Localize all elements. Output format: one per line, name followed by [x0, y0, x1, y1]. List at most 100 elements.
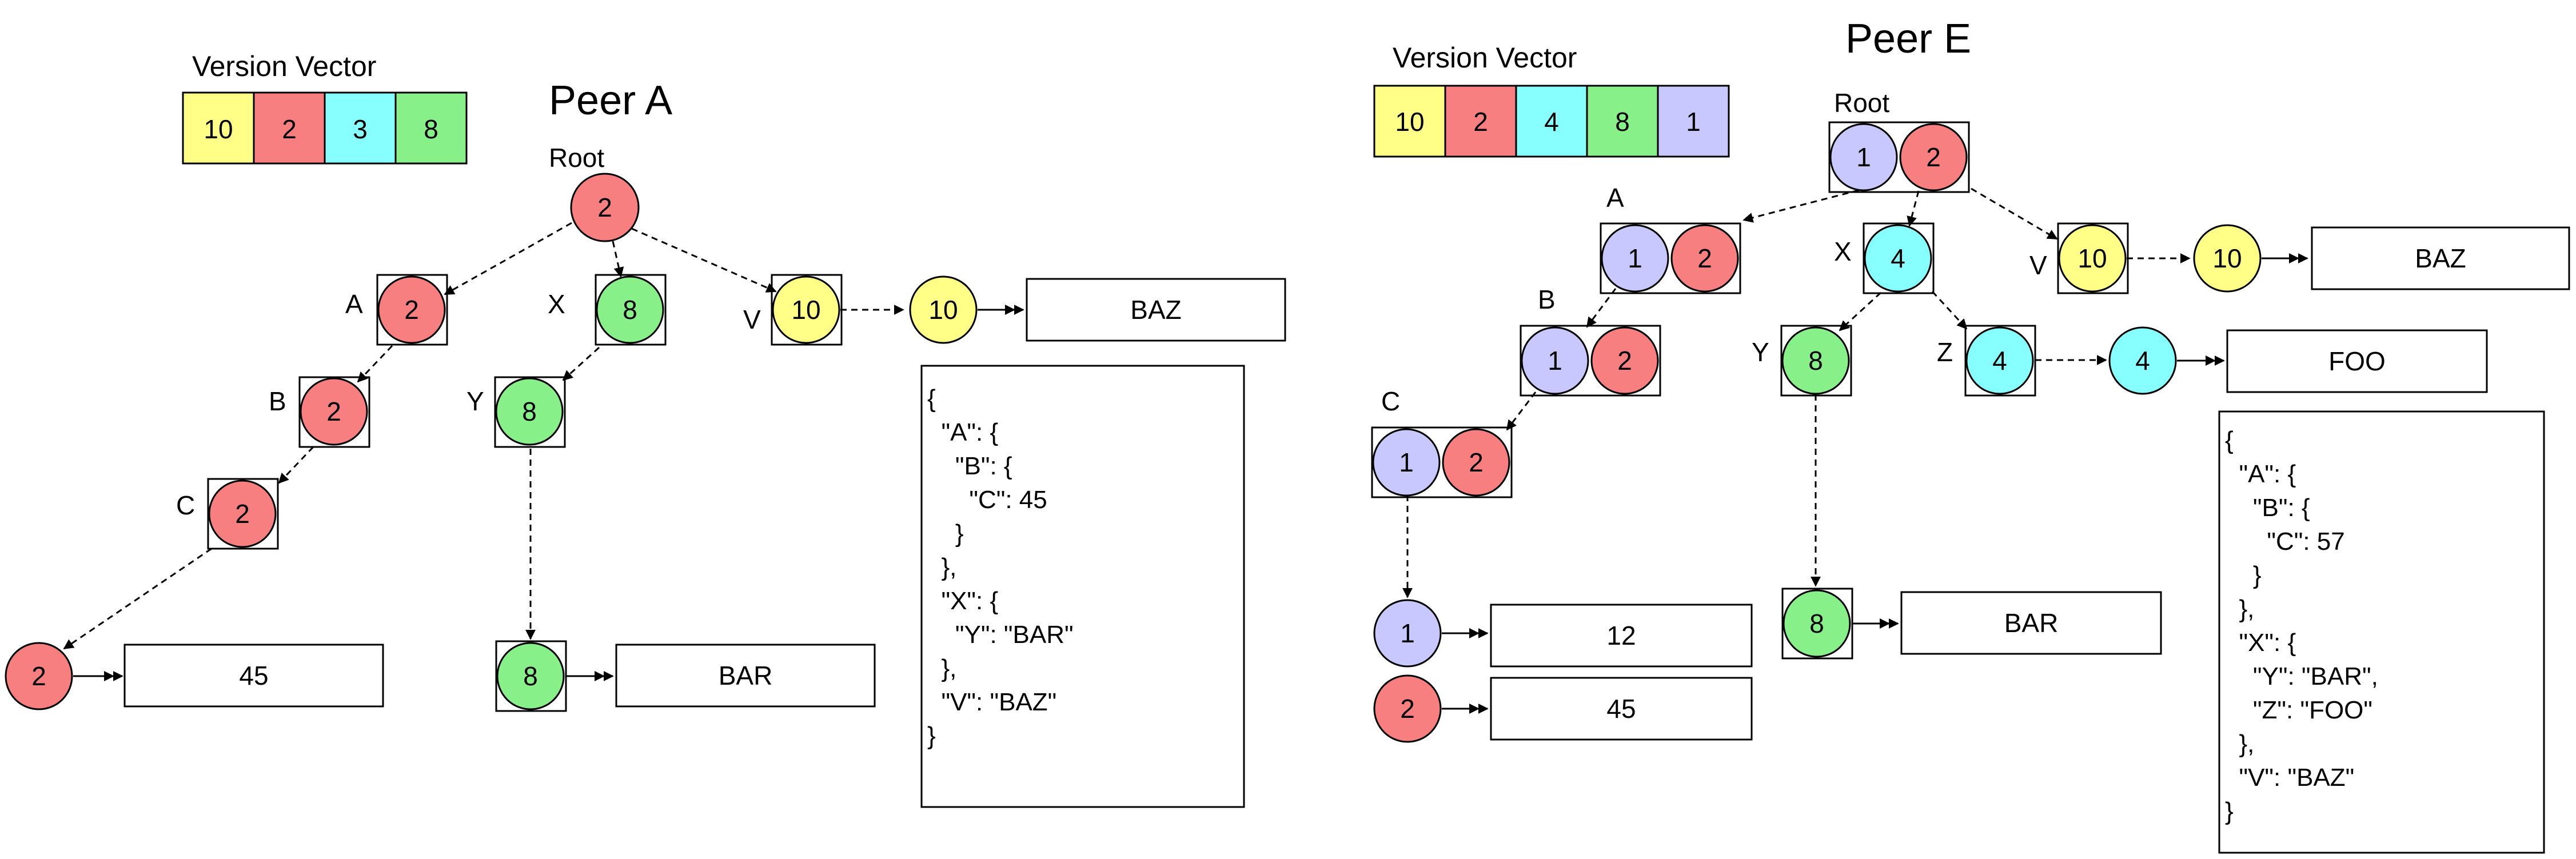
peer-a-json-line: "V": "BAZ" — [927, 688, 1056, 716]
peer-a-label-x: X — [548, 289, 565, 319]
peer-e-edge-a-b — [1586, 288, 1617, 328]
peer-a-vv-cell-3 — [394, 91, 468, 165]
peer-e-node-z-value: 4 — [1992, 346, 2007, 375]
peer-e-edge-root-x — [1907, 190, 1920, 227]
peer-a-vv-value-0: 10 — [204, 114, 233, 144]
peer-e-edge-root-v — [1971, 187, 2058, 240]
peer-e-node-y — [1781, 326, 1850, 395]
peer-a-c-leaf-node — [5, 642, 73, 710]
peer-a-node-x-box — [595, 274, 667, 346]
peer-a-c-leaf-value: 2 — [31, 661, 46, 691]
peer-a-json-line: "Y": "BAR" — [927, 621, 1074, 649]
peer-a-v-value: BAZ — [1130, 295, 1181, 325]
peer-a-json-line: }, — [927, 654, 956, 682]
peer-a-node-a-box — [376, 274, 448, 346]
peer-a-node-b — [300, 377, 368, 446]
peer-e-node-v-box — [2057, 222, 2129, 294]
peer-e-node-b-box — [1520, 325, 1661, 397]
peer-e-y-leaf-node — [1783, 589, 1851, 658]
peer-a-json-line: "X": { — [927, 587, 998, 615]
peer-e-json-line: "V": "BAZ" — [2225, 764, 2354, 792]
peer-e-node-b-2 — [1590, 326, 1659, 395]
peer-a-vv-cell-2 — [324, 91, 397, 165]
peer-e-label-c: C — [1381, 386, 1400, 416]
peer-e-z-value-box — [2226, 329, 2488, 393]
peer-a-edge-root-v — [631, 227, 777, 293]
peer-a-edge-root-a — [444, 222, 572, 295]
peer-a-y-value: BAR — [719, 661, 773, 690]
peer-a-edge-root-x — [612, 241, 624, 278]
peer-e-label-y: Y — [1752, 337, 1769, 367]
peer-a-node-c-value: 2 — [235, 499, 250, 529]
peer-a-vv-cell-1 — [253, 91, 326, 165]
peer-e-v-value-box — [2311, 226, 2570, 290]
peer-e-c-value-2-box — [1490, 677, 1753, 741]
peer-a-c-value: 45 — [239, 661, 268, 690]
peer-a-node-y — [495, 377, 564, 446]
peer-e-root-label: Root — [1834, 88, 1889, 118]
peer-a-json-line: "A": { — [927, 418, 998, 446]
peer-e-y-value: BAR — [2004, 608, 2059, 638]
peer-e-node-c-box — [1371, 426, 1513, 498]
peer-a-root-label: Root — [549, 143, 604, 173]
peer-a-node-a-value: 2 — [404, 295, 419, 325]
peer-e-node-x-box — [1863, 222, 1935, 294]
peer-a-json-line: } — [927, 520, 964, 548]
peer-a-root-value: 2 — [597, 193, 612, 222]
peer-e-root-node-1 — [1829, 123, 1898, 191]
peer-e-root-value-1: 1 — [1856, 142, 1871, 172]
peer-e-label-a: A — [1606, 183, 1624, 213]
peer-a-node-a — [377, 275, 446, 344]
peer-a-label-a: A — [345, 289, 363, 319]
peer-e-vv-cell-4 — [1657, 85, 1730, 158]
peer-e-c-value-2: 45 — [1606, 694, 1636, 724]
peer-e-title: Peer E — [1845, 16, 1971, 62]
peer-e-root-box — [1828, 121, 1970, 193]
peer-a-version-vector-label: Version Vector — [192, 50, 376, 82]
peer-a-edge-a-b — [357, 345, 393, 383]
peer-a-label-c: C — [176, 490, 195, 520]
peer-a-json-line: }, — [927, 553, 956, 581]
peer-e-json-box — [2218, 410, 2545, 854]
peer-a-node-c — [208, 480, 277, 548]
peer-a-node-v-box — [771, 274, 843, 346]
peer-e-json-line: } — [2225, 797, 2234, 825]
peer-e-label-z: Z — [1937, 337, 1953, 367]
peer-e-vv-cell-1 — [1444, 85, 1517, 158]
peer-e-node-v-value: 10 — [2077, 243, 2107, 273]
peer-e-edge-x-y — [1839, 291, 1882, 331]
peer-a-vv-cell-0 — [182, 91, 255, 165]
peer-e-node-c-1 — [1372, 428, 1441, 497]
peer-e-vv-cell-2 — [1515, 85, 1588, 158]
peer-e-v-next-pointer-head — [2289, 253, 2299, 263]
peer-e-y-leaf-pointer-head — [1880, 618, 1890, 629]
peer-a-node-y-value: 8 — [522, 397, 537, 426]
peer-e-json-line: "C": 57 — [2225, 528, 2345, 556]
peer-e-root-node-2 — [1899, 123, 1968, 191]
peer-e-node-a-value-2: 2 — [1697, 243, 1712, 273]
peer-a-node-v — [772, 275, 840, 344]
peer-e-v-value: BAZ — [2415, 243, 2466, 273]
peer-a-y-leaf-pointer-head — [595, 671, 605, 681]
peer-a-edge-b-c — [278, 446, 314, 484]
peer-e-edges — [1402, 186, 2191, 598]
peer-a-edges — [63, 222, 904, 650]
peer-a-y-leaf-value: 8 — [523, 661, 538, 691]
peer-e-node-y-box — [1780, 325, 1852, 397]
peer-e-json-line: }, — [2225, 595, 2254, 623]
peer-e-z-next-pointer-head — [2206, 355, 2216, 366]
peer-e-json-line: { — [2225, 426, 2234, 454]
peer-a-root-node — [570, 173, 640, 242]
peer-a-vv-value-3: 8 — [424, 114, 438, 144]
peer-a-node-x-value: 8 — [623, 295, 637, 325]
peer-e-node-b-value-2: 2 — [1617, 346, 1632, 375]
peer-e-json-line: } — [2225, 561, 2262, 589]
peer-e-node-b-1 — [1521, 326, 1589, 395]
peer-e-version-vector-label: Version Vector — [1393, 42, 1577, 74]
peer-e-root-value-2: 2 — [1926, 142, 1941, 172]
peer-e-z-next-value: 4 — [2135, 346, 2150, 375]
peer-a-c-leaf-pointer-head — [104, 671, 114, 681]
peer-a-c-value-box — [123, 644, 384, 708]
peer-e-json-line: "Y": "BAR", — [2225, 662, 2378, 690]
